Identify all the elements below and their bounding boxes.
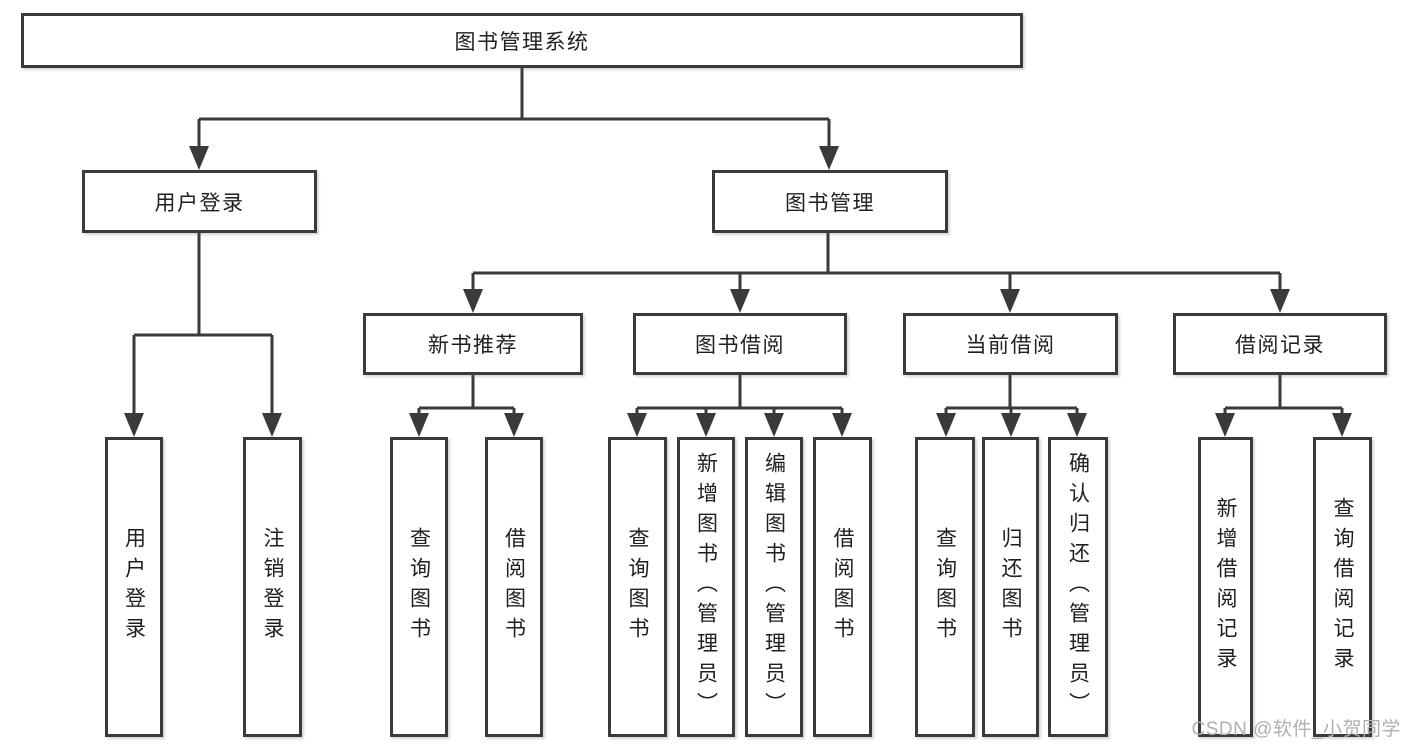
node-records-query-record: 查询借阅记录: [1313, 437, 1372, 737]
node-book-borrowing: 图书借阅: [633, 313, 847, 375]
node-records-add-record: 新增借阅记录: [1198, 437, 1253, 737]
csdn-watermark: CSDN @软件_小贺同学: [1191, 719, 1401, 740]
node-recommend-query-books: 查询图书: [390, 437, 448, 737]
node-user-login: 用户登录: [82, 170, 317, 233]
node-borrowing-records: 借阅记录: [1173, 313, 1387, 375]
node-borrowing-edit-books-label: 编辑图书（管理员）: [762, 452, 786, 722]
node-logout: 注销登录: [243, 437, 302, 737]
node-current-confirm-return: 确认归还（管理员）: [1048, 437, 1108, 737]
node-current-return-books: 归还图书: [982, 437, 1039, 737]
node-borrowing-borrow-books-label: 借阅图书: [831, 527, 854, 647]
node-current-query-books: 查询图书: [915, 437, 975, 737]
node-borrowing-edit-books: 编辑图书（管理员）: [745, 437, 803, 737]
node-root: 图书管理系统: [21, 13, 1023, 68]
node-current-borrowing-label: 当前借阅: [965, 334, 1056, 357]
node-new-book-recommend-label: 新书推荐: [428, 334, 518, 357]
node-user-login-label: 用户登录: [154, 191, 245, 215]
node-login: 用户登录: [105, 437, 163, 737]
node-logout-label: 注销登录: [261, 527, 284, 647]
node-new-book-recommend: 新书推荐: [363, 313, 583, 375]
node-book-management-label: 图书管理: [785, 191, 875, 215]
node-borrowing-query-books: 查询图书: [608, 437, 667, 737]
node-borrowing-add-books-label: 新增图书（管理员）: [694, 452, 718, 722]
node-login-label: 用户登录: [122, 527, 146, 647]
node-book-borrowing-label: 图书借阅: [695, 334, 785, 357]
node-recommend-query-books-label: 查询图书: [407, 527, 431, 647]
node-book-management: 图书管理: [712, 170, 948, 233]
node-borrowing-borrow-books: 借阅图书: [813, 437, 872, 737]
node-borrowing-add-books: 新增图书（管理员）: [677, 437, 735, 737]
node-current-return-books-label: 归还图书: [999, 527, 1022, 647]
node-records-add-record-label: 新增借阅记录: [1214, 497, 1237, 677]
node-current-borrowing: 当前借阅: [903, 313, 1118, 375]
node-root-label: 图书管理系统: [454, 30, 590, 54]
node-borrowing-records-label: 借阅记录: [1235, 334, 1325, 357]
node-recommend-borrow-books-label: 借阅图书: [502, 527, 526, 647]
node-current-query-books-label: 查询图书: [933, 527, 957, 647]
node-records-query-record-label: 查询借阅记录: [1331, 497, 1354, 677]
node-current-confirm-return-label: 确认归还（管理员）: [1066, 452, 1090, 722]
node-borrowing-query-books-label: 查询图书: [626, 527, 649, 647]
node-recommend-borrow-books: 借阅图书: [485, 437, 543, 737]
